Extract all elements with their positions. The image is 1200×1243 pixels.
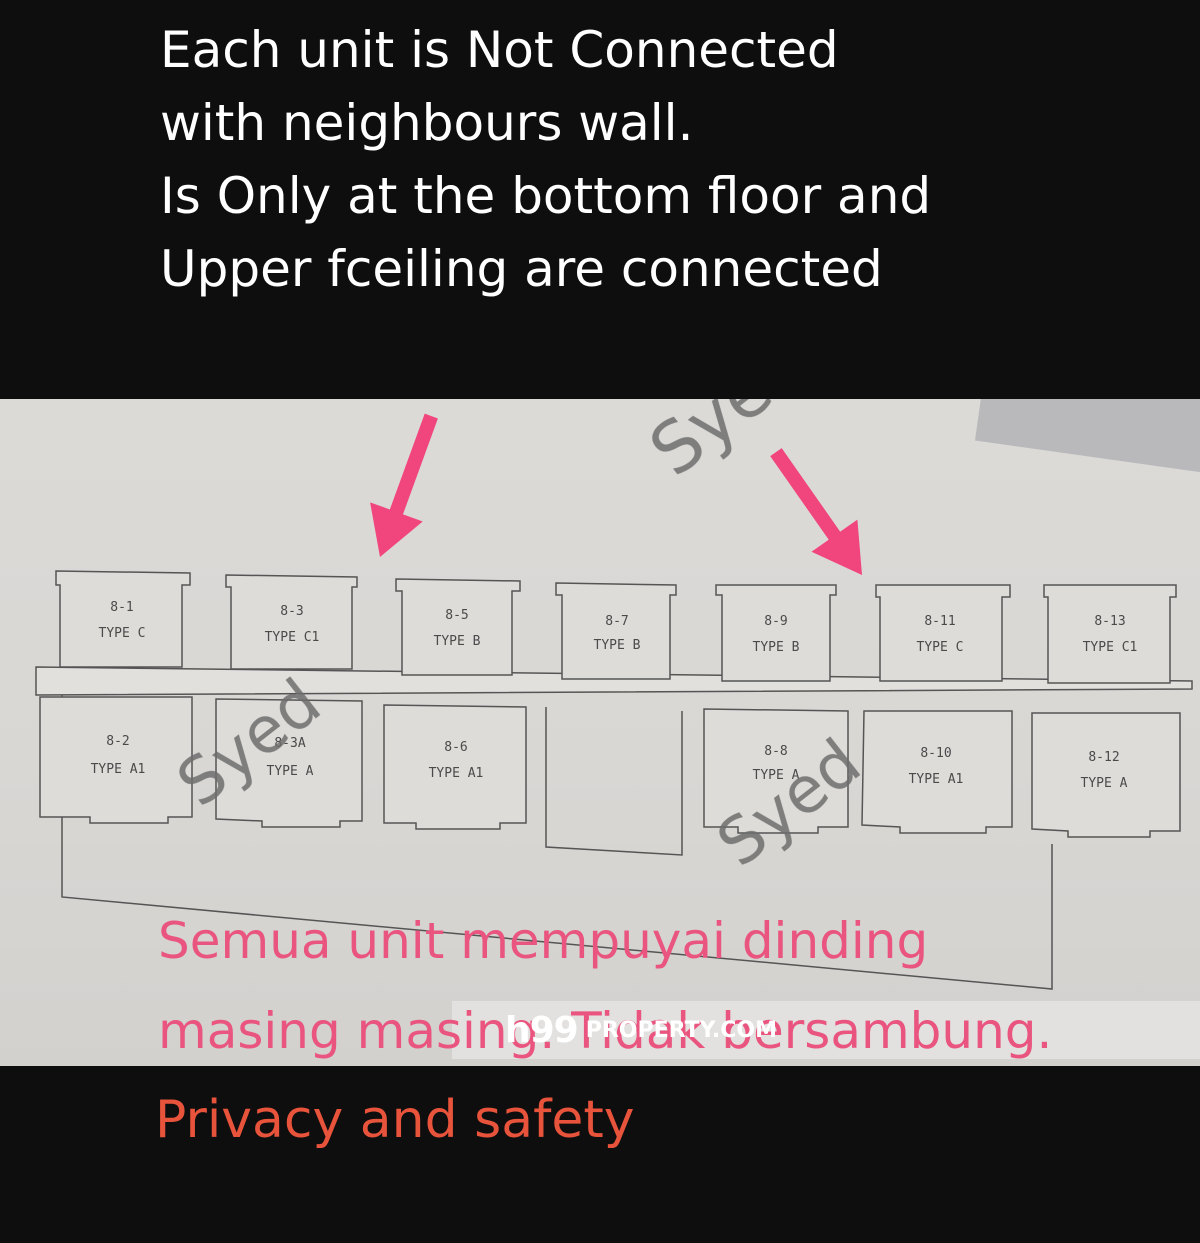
unit-8-5 [395,578,521,676]
caption-line: with neighbours wall. [160,94,694,152]
unit-8-8 [703,708,849,834]
unit-label: 8-9 [764,614,787,629]
unit-label: 8-6 [444,740,467,755]
property-logo: h99 PROPERTY.COM [505,1008,777,1052]
unit-type: TYPE C1 [265,630,320,645]
floor-plan-photo: 8-1 TYPE C 8-3 TYPE C1 8-5 TYPE B 8-7 TY… [0,399,1200,1066]
unit-type: TYPE A [267,764,314,779]
unit-type: TYPE C [917,640,964,655]
floor-plan: 8-1 TYPE C 8-3 TYPE C1 8-5 TYPE B 8-7 TY… [35,399,1193,990]
unit-label: 8-5 [445,608,468,623]
unit-label: 8-8 [764,744,787,759]
malay-line: Semua unit mempuyai dinding [158,912,929,970]
unit-type: TYPE A1 [429,766,484,781]
top-caption: Each unit is Not Connected with neighbou… [160,14,1160,306]
malay-line: masing masing. Tidak bersambung. [158,1002,1053,1060]
unit-type: TYPE B [753,640,800,655]
unit-8-2 [39,696,193,824]
unit-8-13 [1043,584,1177,684]
unit-8-10 [861,710,1013,834]
bottom-caption: Privacy and safety [155,1090,635,1150]
unit-8-12 [1031,712,1181,838]
unit-type: TYPE A [1081,776,1128,791]
caption-line: Upper fceiling are connected [160,240,883,298]
unit-8-6 [383,704,527,830]
unit-type: TYPE C1 [1083,640,1138,655]
unit-label: 8-3 [280,604,303,619]
unit-label: 8-13 [1094,614,1125,629]
unit-8-3 [225,574,358,670]
unit-type: TYPE A1 [909,772,964,787]
logo-mark: h99 [505,1009,579,1051]
unit-8-11 [875,584,1011,682]
unit-type: TYPE C [99,626,146,641]
logo-word: PROPERTY.COM [585,1017,777,1043]
unit-type: TYPE B [434,634,481,649]
unit-label: 8-11 [924,614,955,629]
unit-label: 8-10 [920,746,951,761]
unit-type: TYPE A1 [91,762,146,777]
logo-band [452,1001,1200,1059]
unit-type: TYPE A [753,768,800,783]
unit-label: 8-3A [274,736,305,751]
caption-line: Is Only at the bottom floor and [160,167,932,225]
caption-line: Each unit is Not Connected [160,21,839,79]
arrow-down-right-icon [770,448,862,575]
unit-label: 8-7 [605,614,628,629]
arrow-down-left-icon [370,413,438,557]
unit-8-1 [55,570,191,668]
arrow-icons [370,413,862,575]
unit-8-9 [715,584,837,682]
malay-caption: Semua unit mempuyai dinding masing masin… [158,896,1198,1076]
unit-8-3A [215,698,363,828]
unit-label: 8-2 [106,734,129,749]
unit-label: 8-1 [110,600,133,615]
unit-8-7 [555,582,677,680]
unit-type: TYPE B [594,638,641,653]
unit-label: 8-12 [1088,750,1119,765]
